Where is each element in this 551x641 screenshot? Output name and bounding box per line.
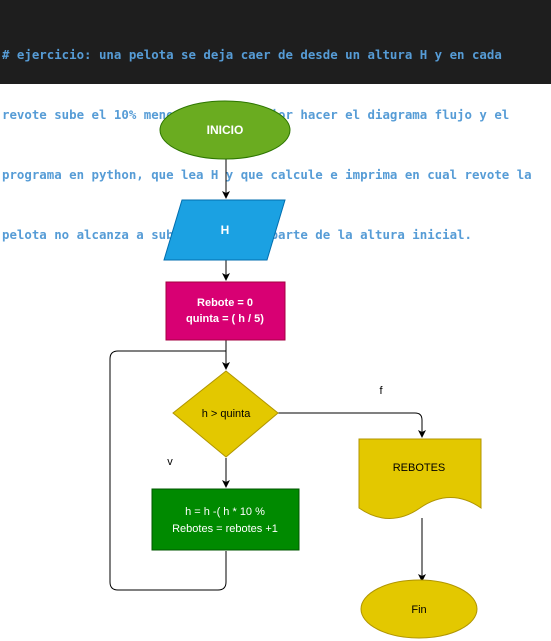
end-label: Fin <box>411 604 426 616</box>
input-parallelogram <box>163 199 286 261</box>
edge-decision-false-to-output <box>278 412 426 438</box>
update-process-box <box>151 488 300 551</box>
edge-loop-back <box>109 350 227 591</box>
input-label: H <box>221 223 230 237</box>
flowchart: INICIO H Rebote = 0 quinta = ( h / 5) h … <box>109 100 482 639</box>
false-branch-label: f <box>379 385 383 397</box>
start-label: INICIO <box>207 123 244 137</box>
output-document <box>358 438 482 519</box>
decision-label: h > quinta <box>202 408 252 420</box>
comment-line-1: # ejercicio: una pelota se deja caer de … <box>2 47 502 62</box>
init-process-line1: Rebote = 0 <box>197 297 253 309</box>
comment-line-3: programa en python, que lea H y que calc… <box>2 167 532 182</box>
output-label: REBOTES <box>393 462 446 474</box>
init-process-line2: quinta = ( h / 5) <box>186 313 264 325</box>
code-comment-block: # ejercicio: una pelota se deja caer de … <box>0 0 551 242</box>
init-process-box <box>165 281 286 341</box>
true-branch-label: v <box>167 456 173 468</box>
update-process-line2: Rebotes = rebotes +1 <box>172 523 278 535</box>
update-process-line1: h = h -( h * 10 % <box>185 506 265 518</box>
decision-diamond <box>172 370 279 458</box>
start-terminator <box>159 100 291 160</box>
end-terminator <box>360 579 478 639</box>
